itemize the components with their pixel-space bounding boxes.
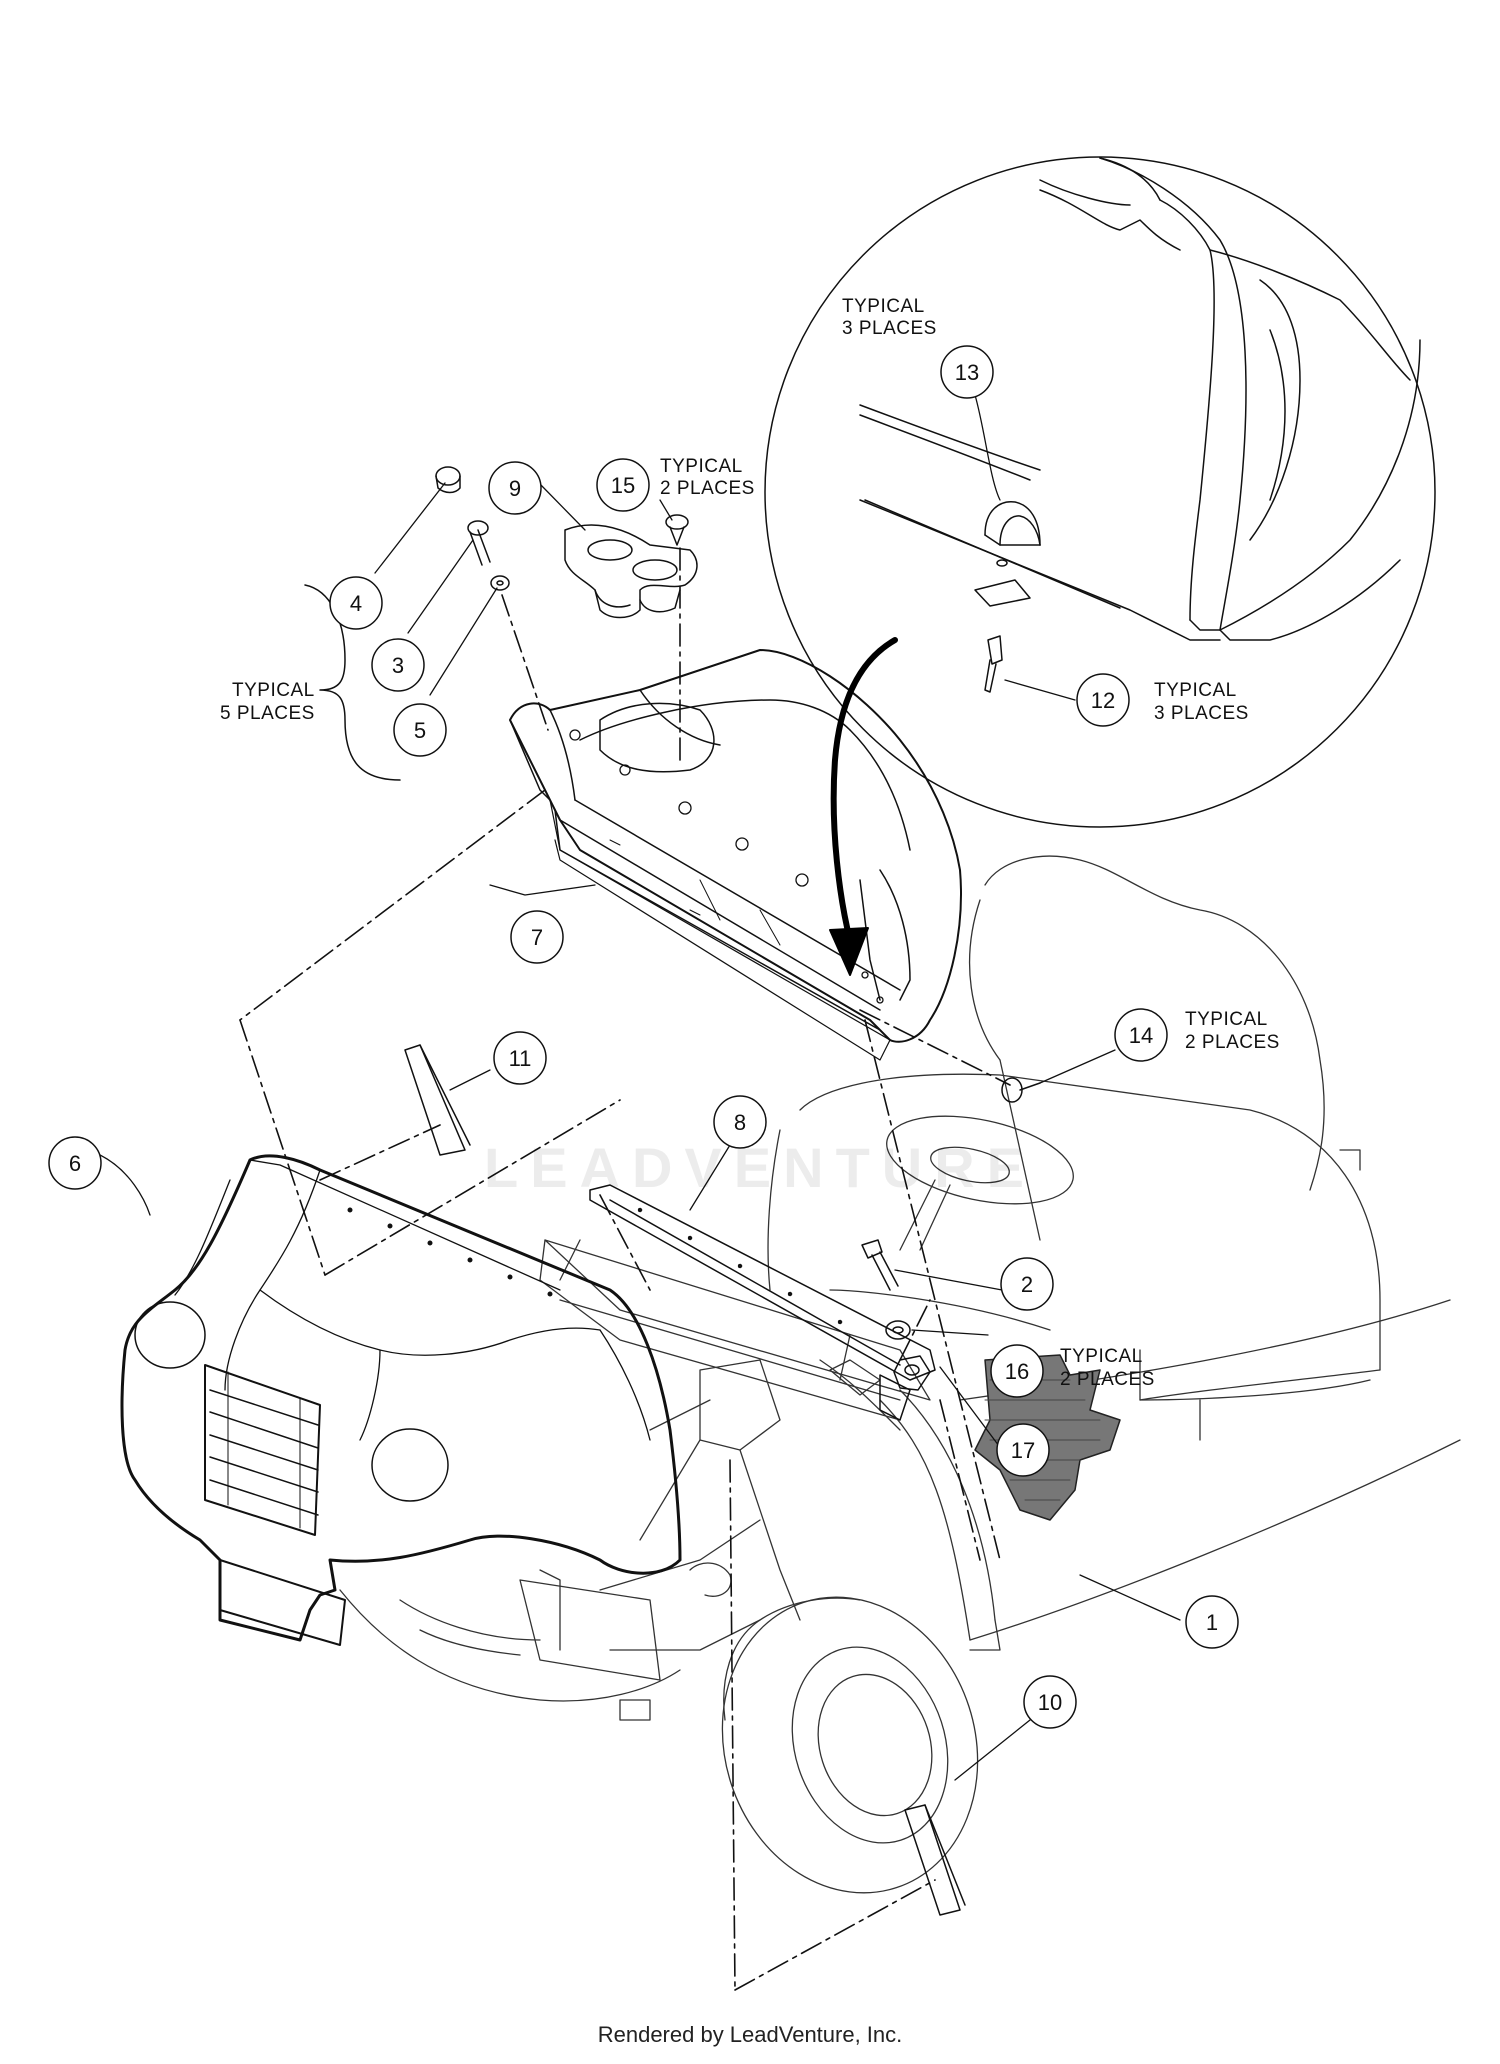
note-typical-15-line1: TYPICAL — [660, 456, 743, 477]
note-typical-5-line1: TYPICAL — [232, 680, 315, 701]
watermark: LEADVENTURE — [484, 1136, 1036, 1199]
part-8-rail — [589, 1184, 936, 1421]
callout-circle-6 — [48, 1136, 102, 1190]
cart-body — [339, 855, 1461, 1894]
callout-circle-17 — [996, 1423, 1050, 1477]
fastener-4-cap — [435, 466, 461, 494]
fastener-15-rivet — [665, 514, 689, 546]
part-9-cup-holder — [564, 524, 698, 619]
callout-circle-9 — [488, 461, 542, 515]
callout-1: 1 — [1206, 1610, 1218, 1635]
callout-circles — [48, 345, 1239, 1729]
note-typical-16-line1: TYPICAL — [1060, 1346, 1143, 1367]
part-6-front-hood — [120, 1154, 682, 1646]
callout-14: 14 — [1129, 1023, 1153, 1048]
fastener-2-bolt — [861, 1239, 899, 1291]
note-typical-12-line2: 3 PLACES — [1154, 703, 1249, 724]
callout-circle-10 — [1023, 1675, 1077, 1729]
note-typical-13-line2: 3 PLACES — [842, 318, 937, 339]
callout-circle-15 — [596, 458, 650, 512]
phantom-lines — [239, 547, 1011, 1991]
callout-12: 12 — [1091, 688, 1115, 713]
part-7-dash-panel — [509, 649, 962, 1061]
callout-circle-12 — [1076, 673, 1130, 727]
fastener-17-nut — [893, 1355, 931, 1391]
callout-9: 9 — [509, 476, 521, 501]
callout-11: 11 — [509, 1046, 532, 1071]
callout-circle-2 — [1000, 1257, 1054, 1311]
callout-2: 2 — [1021, 1272, 1033, 1297]
note-typical-14-line2: 2 PLACES — [1185, 1032, 1280, 1053]
note-typical-15-line2: 2 PLACES — [660, 478, 755, 499]
callout-circle-13 — [940, 345, 994, 399]
part-10-strip — [904, 1804, 966, 1916]
callout-16: 16 — [1005, 1359, 1029, 1384]
callout-13: 13 — [955, 360, 979, 385]
note-typical-12-line1: TYPICAL — [1154, 680, 1237, 701]
callout-circle-8 — [713, 1095, 767, 1149]
note-typical-13-line1: TYPICAL — [842, 296, 925, 317]
callout-circle-14 — [1114, 1008, 1168, 1062]
callout-8: 8 — [734, 1110, 746, 1135]
fastener-14-rivet — [1001, 1077, 1041, 1103]
callout-circle-4 — [329, 576, 383, 630]
callout-3: 3 — [392, 653, 404, 678]
callout-circle-1 — [1185, 1595, 1239, 1649]
callout-circle-5 — [393, 703, 447, 757]
detail-arrow — [829, 637, 898, 976]
callout-10: 10 — [1038, 1690, 1062, 1715]
note-typical-14-line1: TYPICAL — [1185, 1009, 1268, 1030]
part-11-strip — [404, 1044, 471, 1156]
footer-credit: Rendered by LeadVenture, Inc. — [597, 2022, 903, 2047]
fastener-3-screw — [467, 520, 491, 566]
note-typical-16-line2: 2 PLACES — [1060, 1369, 1155, 1390]
callout-circle-3 — [371, 638, 425, 692]
callout-4: 4 — [350, 591, 362, 616]
callout-17: 17 — [1011, 1438, 1035, 1463]
fastener-5-washer — [490, 575, 510, 591]
callout-7: 7 — [531, 925, 543, 950]
fastener-16-washer — [885, 1320, 911, 1340]
callout-numbers: 1 2 3 4 5 6 7 8 9 10 11 12 13 14 15 16 1… — [69, 360, 1218, 1715]
typical-notes: TYPICAL 5 PLACES TYPICAL 2 PLACES TYPICA… — [220, 296, 1280, 1390]
note-typical-5-line2: 5 PLACES — [220, 703, 315, 724]
callout-circle-7 — [510, 910, 564, 964]
detail-inset — [764, 156, 1436, 828]
callout-circle-11 — [493, 1031, 547, 1085]
callout-5: 5 — [414, 718, 426, 743]
leader-lines — [99, 394, 1181, 1781]
callout-circle-16 — [990, 1344, 1044, 1398]
callout-15: 15 — [611, 473, 635, 498]
callout-6: 6 — [69, 1151, 81, 1176]
